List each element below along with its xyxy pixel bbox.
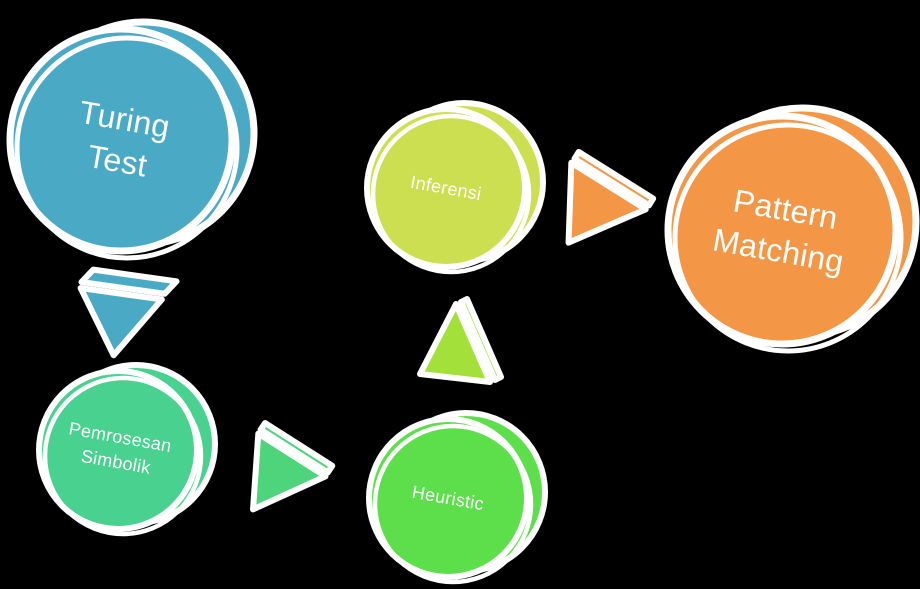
arrow-body [417, 301, 493, 385]
connector-right-arrow-1 [242, 413, 341, 523]
accent-arc [372, 423, 534, 585]
arrow-top-face [78, 266, 180, 297]
connector-right-arrow-2 [558, 148, 658, 255]
up-arrow-icon [417, 296, 504, 385]
node-inferensi: Inferensi [358, 100, 558, 280]
front-disc [6, 25, 236, 255]
front-disc [36, 368, 200, 532]
accent-arc [14, 35, 240, 261]
circle-shape [364, 100, 546, 275]
front-disc [664, 112, 900, 348]
right-arrow-icon [565, 148, 657, 246]
arrow-body [565, 159, 649, 246]
arrow-top-face [257, 420, 336, 476]
right-arrow-icon [250, 420, 336, 513]
down-arrow-icon [77, 266, 180, 359]
arrow-top-face [571, 148, 657, 209]
arrow-body [250, 430, 329, 513]
node-pattern-matching: Pattern Matching [656, 100, 920, 362]
front-disc [366, 416, 530, 580]
circle-shape [664, 104, 920, 354]
circle-shape [36, 362, 218, 537]
accent-arc [370, 113, 532, 275]
connector-up-arrow [406, 296, 506, 390]
circle-shape [6, 18, 258, 261]
accent-arc [42, 375, 204, 537]
arrow-body [77, 285, 165, 359]
connector-down-arrow [64, 255, 180, 365]
node-turing-test: Turing Test [4, 6, 268, 274]
arrow-side-face [458, 296, 504, 383]
node-heuristic: Heuristic [360, 410, 560, 589]
front-disc [364, 106, 528, 270]
node-pemrosesan-simbolik: Pemrosesan Simbolik [30, 362, 230, 542]
circle-shape [366, 410, 548, 585]
accent-arc [672, 122, 904, 354]
